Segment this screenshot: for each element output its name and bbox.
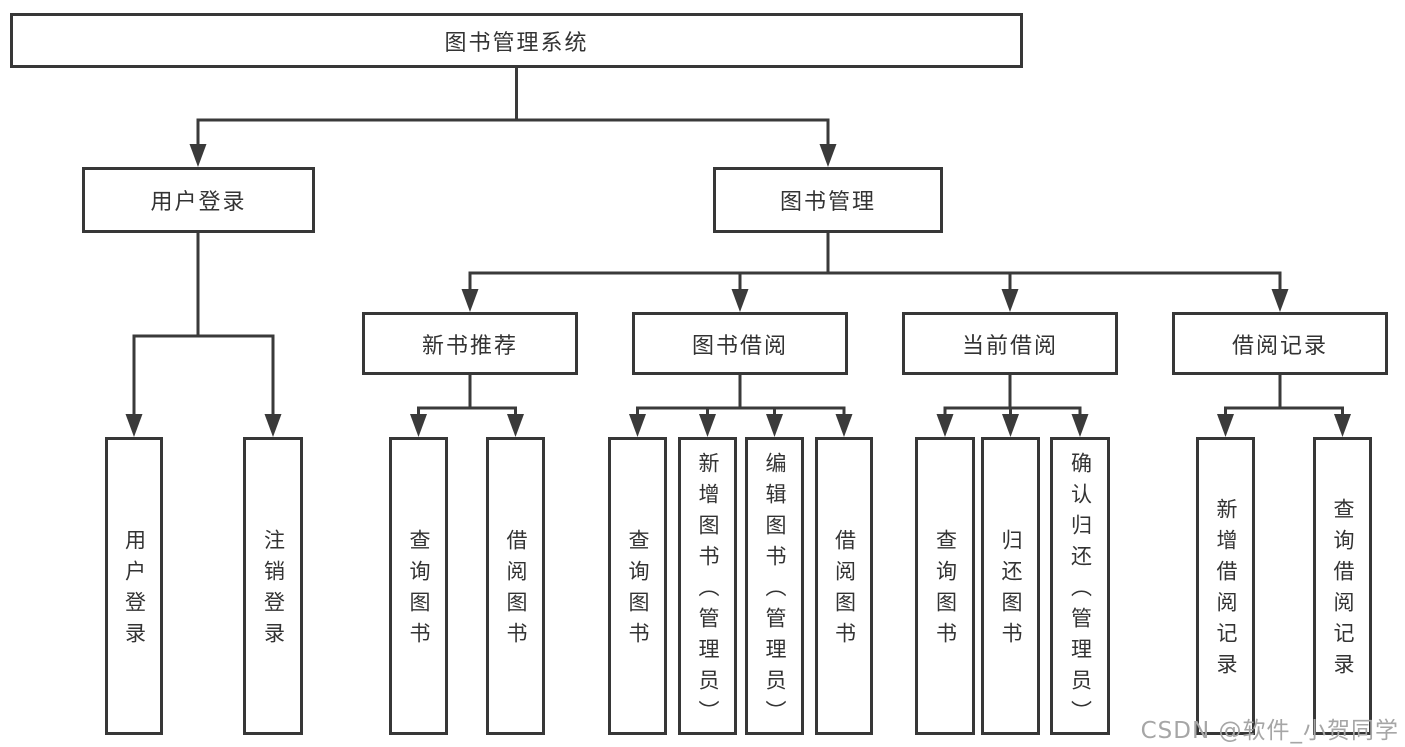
arrow-down-icon [1217, 414, 1234, 437]
arrow-down-icon [819, 144, 837, 167]
node-leaf-cb-query-label: 查询图书 [933, 529, 958, 653]
node-book-borrow-label: 图书借阅 [691, 333, 788, 359]
arrow-down-icon [189, 144, 207, 167]
arrow-down-icon [1002, 414, 1019, 437]
node-book-mgmt-label: 图书管理 [779, 190, 876, 215]
connector-root [189, 68, 837, 167]
node-leaf-cb-return: 归还图书 [981, 437, 1040, 735]
arrow-down-icon [835, 414, 853, 437]
arrow-down-icon [1001, 289, 1019, 312]
node-current-borrow: 当前借阅 [902, 312, 1118, 375]
node-borrow-records-label: 借阅记录 [1231, 333, 1328, 359]
node-leaf-bb-borrow-label: 借阅图书 [832, 529, 857, 653]
node-root-label: 图书管理系统 [444, 30, 589, 56]
node-leaf-br-add: 新增借阅记录 [1196, 437, 1255, 735]
node-leaf-bb-borrow: 借阅图书 [815, 437, 873, 735]
node-leaf-bb-add-label: 新增图书（管理员） [696, 451, 720, 731]
connector-book-borrow [629, 375, 853, 437]
node-leaf-logout-label: 注销登录 [261, 529, 286, 653]
node-leaf-login: 用户登录 [105, 437, 163, 735]
node-leaf-cb-confirm-label: 确认归还（管理员） [1068, 451, 1093, 731]
arrow-down-icon [731, 289, 749, 312]
node-user-login: 用户登录 [82, 167, 315, 233]
node-book-borrow: 图书借阅 [632, 312, 848, 375]
connector-borrow-records [1217, 375, 1351, 437]
arrow-down-icon [766, 414, 783, 437]
node-root: 图书管理系统 [10, 13, 1023, 68]
node-leaf-nb-query-label: 查询图书 [407, 529, 431, 653]
node-book-mgmt: 图书管理 [713, 167, 943, 233]
node-leaf-br-query: 查询借阅记录 [1313, 437, 1372, 735]
node-leaf-bb-add: 新增图书（管理员） [678, 437, 737, 735]
node-new-books: 新书推荐 [362, 312, 578, 375]
node-leaf-nb-borrow-label: 借阅图书 [504, 529, 528, 653]
node-leaf-cb-query: 查询图书 [915, 437, 975, 735]
node-leaf-nb-query: 查询图书 [389, 437, 448, 735]
node-leaf-br-add-label: 新增借阅记录 [1214, 498, 1238, 684]
node-leaf-nb-borrow: 借阅图书 [486, 437, 545, 735]
arrow-down-icon [1071, 414, 1089, 437]
arrow-down-icon [507, 414, 524, 437]
node-leaf-br-query-label: 查询借阅记录 [1331, 498, 1355, 684]
connector-book-mgmt [461, 233, 1289, 312]
connector-new-books [410, 375, 524, 437]
arrow-down-icon [1334, 414, 1351, 437]
node-leaf-bb-query: 查询图书 [608, 437, 667, 735]
node-user-login-label: 用户登录 [150, 190, 247, 215]
node-leaf-login-label: 用户登录 [122, 529, 147, 653]
node-leaf-bb-edit-label: 编辑图书（管理员） [763, 451, 787, 731]
arrow-down-icon [699, 414, 716, 437]
arrow-down-icon [629, 414, 646, 437]
arrow-down-icon [410, 414, 427, 437]
arrow-down-icon [264, 414, 282, 437]
node-borrow-records: 借阅记录 [1172, 312, 1388, 375]
node-leaf-cb-confirm: 确认归还（管理员） [1050, 437, 1110, 735]
node-current-borrow-label: 当前借阅 [961, 333, 1058, 359]
node-new-books-label: 新书推荐 [421, 333, 518, 359]
connector-user-login [125, 233, 282, 437]
node-leaf-bb-edit: 编辑图书（管理员） [745, 437, 804, 735]
arrow-down-icon [936, 414, 954, 437]
connector-current-borrow [936, 375, 1089, 437]
node-leaf-cb-return-label: 归还图书 [999, 529, 1023, 653]
arrow-down-icon [125, 414, 143, 437]
node-leaf-logout: 注销登录 [243, 437, 303, 735]
node-leaf-bb-query-label: 查询图书 [626, 529, 650, 653]
arrow-down-icon [1271, 289, 1289, 312]
arrow-down-icon [461, 289, 479, 312]
watermark-text: CSDN @软件_小贺同学 [1140, 718, 1399, 744]
